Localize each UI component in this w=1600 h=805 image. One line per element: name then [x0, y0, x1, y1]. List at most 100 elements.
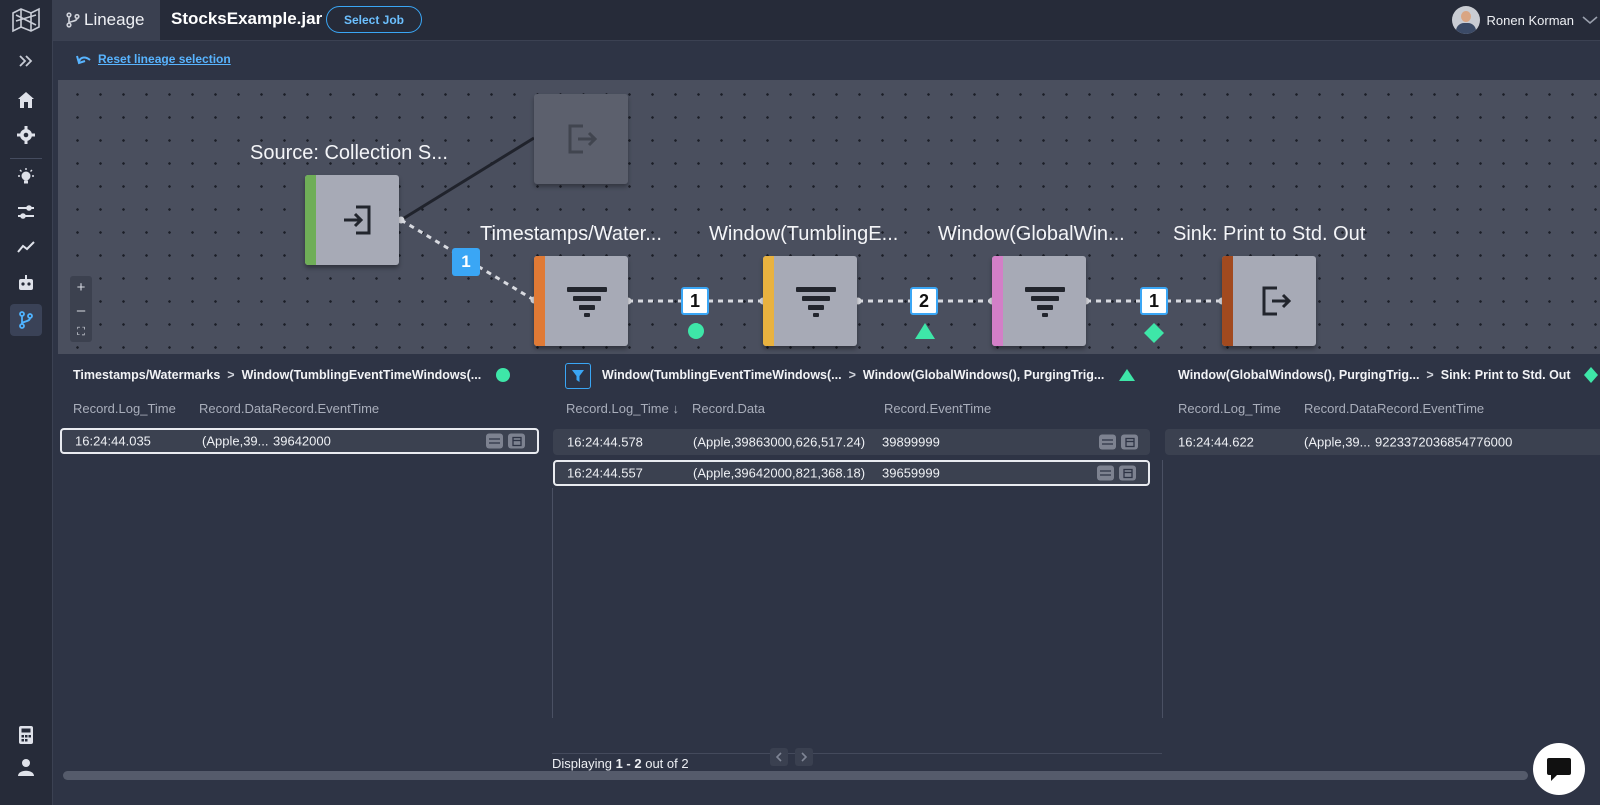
node-sink[interactable]: [1222, 256, 1316, 346]
edge-badge-timestamps[interactable]: 1: [681, 287, 709, 315]
cell-data: (Apple,39642000,821,368.18): [693, 465, 866, 481]
chevron-right-icon: >: [227, 368, 235, 382]
panel-2-to: Window(GlobalWindows(), PurgingTrig...: [862, 368, 1105, 382]
calendar-icon[interactable]: [1121, 434, 1138, 450]
expand-icon[interactable]: [10, 45, 42, 77]
filter-button[interactable]: [565, 363, 591, 389]
table-row[interactable]: 16:24:44.578 (Apple,39863000,626,517.24)…: [553, 429, 1150, 455]
branch-icon: [66, 12, 80, 28]
edge-badge-tumbling[interactable]: 2: [910, 287, 938, 315]
zoom-out-button[interactable]: –: [76, 302, 86, 320]
node-global-window[interactable]: [992, 256, 1086, 346]
panel-1-col-log-time[interactable]: Record.Log_Time: [73, 401, 176, 416]
table-row[interactable]: 16:24:44.035 (Apple,39... 39642000: [60, 428, 539, 454]
chevron-right-icon: >: [1426, 368, 1434, 382]
reset-lineage-link[interactable]: Reset lineage selection: [76, 52, 231, 66]
select-job-button[interactable]: Select Job: [326, 6, 422, 33]
sliders-icon[interactable]: [10, 196, 42, 228]
zoom-in-button[interactable]: +: [76, 279, 86, 297]
filter-icon: [1024, 287, 1065, 317]
node-label-global: Window(GlobalWin...: [938, 223, 1125, 245]
user-menu[interactable]: Ronen Korman: [1451, 0, 1600, 40]
panel-2-header[interactable]: Window(TumblingEventTimeWindows(... > Wi…: [602, 365, 1136, 385]
sliders-icon[interactable]: [1099, 434, 1116, 450]
panel-2-col-log-time[interactable]: Record.Log_Time ↓: [566, 401, 679, 416]
cell-log-time: 16:24:44.622: [1178, 434, 1254, 450]
funnel-icon: [572, 370, 584, 382]
chevron-right-icon: [801, 752, 808, 762]
cell-data: (Apple,39...: [202, 433, 269, 449]
marker-triangle-icon: [1119, 369, 1136, 381]
sliders-icon[interactable]: [486, 433, 503, 449]
lineage-icon[interactable]: [10, 304, 42, 336]
panel-2-col-event-time[interactable]: Record.EventTime: [884, 401, 992, 416]
sliders-icon[interactable]: [1097, 465, 1114, 481]
filter-icon: [566, 287, 607, 317]
panel-divider: [552, 488, 553, 718]
cell-event-time: 39642000: [273, 433, 331, 449]
panel-1-from: Timestamps/Watermarks: [73, 368, 221, 382]
node-source[interactable]: [305, 175, 399, 265]
prev-page-button[interactable]: [770, 748, 788, 766]
exit-icon: [568, 124, 598, 154]
reset-lineage-label: Reset lineage selection: [98, 52, 231, 66]
panel-1-col-event-time[interactable]: Record.DataRecord.EventTime: [199, 401, 380, 416]
chat-button[interactable]: [1533, 743, 1585, 795]
cell-data: (Apple,39863000,626,517.24): [693, 434, 866, 450]
ghost-sink-node[interactable]: [534, 94, 628, 184]
next-page-button[interactable]: [795, 748, 813, 766]
node-label-tumbling: Window(TumblingE...: [709, 223, 899, 245]
panel-3-header[interactable]: Window(GlobalWindows(), PurgingTrig... >…: [1178, 365, 1599, 385]
horizontal-scrollbar[interactable]: [63, 771, 1528, 780]
calculator-icon[interactable]: [10, 719, 42, 751]
panel-1-header[interactable]: Timestamps/Watermarks > Window(TumblingE…: [73, 365, 511, 385]
table-row[interactable]: 16:24:44.557 (Apple,39642000,821,368.18)…: [553, 460, 1150, 486]
marker-triangle: [915, 323, 935, 339]
trend-icon[interactable]: [10, 231, 42, 263]
cell-event-time: 39659999: [882, 465, 940, 481]
panel-divider: [1162, 460, 1163, 718]
app-logo-icon[interactable]: [10, 4, 42, 36]
marker-diamond-icon: [1583, 367, 1598, 383]
robot-icon[interactable]: [10, 267, 42, 299]
footer-divider: [552, 753, 1162, 754]
cell-data: (Apple,39...: [1304, 434, 1371, 450]
edge-badge-source[interactable]: 1: [452, 248, 480, 276]
panel-3-from: Window(GlobalWindows(), PurgingTrig...: [1178, 368, 1420, 382]
chevron-down-icon: [1582, 16, 1598, 25]
avatar: [1451, 6, 1480, 34]
table-row[interactable]: 16:24:44.622 (Apple,39... 92233720368547…: [1165, 429, 1600, 455]
panel-3-col-log-time[interactable]: Record.Log_Time: [1178, 401, 1281, 416]
panel-3-to: Sink: Print to Std. Out: [1440, 368, 1571, 382]
calendar-icon[interactable]: [1119, 465, 1136, 481]
node-label-sink: Sink: Print to Std. Out: [1173, 223, 1366, 245]
cell-log-time: 16:24:44.557: [567, 465, 643, 481]
pagination-status: Displaying 1 - 2 out of 2: [552, 756, 689, 771]
job-name: StocksExample.jar: [171, 9, 323, 28]
node-tumbling-window[interactable]: [763, 256, 857, 346]
panel-2-col-data[interactable]: Record.Data: [692, 401, 765, 416]
node-label-timestamps: Timestamps/Water...: [480, 223, 662, 245]
panel-1-to: Window(TumblingEventTimeWindows(...: [241, 368, 482, 382]
fit-view-button[interactable]: ⛶: [77, 325, 85, 338]
insights-icon[interactable]: [10, 161, 42, 193]
calendar-icon[interactable]: [508, 433, 525, 449]
marker-diamond: [1144, 323, 1164, 343]
exit-icon: [1262, 286, 1291, 316]
chevron-right-icon: >: [848, 368, 856, 382]
zoom-controls: + – ⛶: [70, 276, 92, 342]
node-label-source: Source: Collection S...: [250, 142, 448, 164]
left-sidebar: [0, 0, 53, 805]
chevron-left-icon: [775, 752, 782, 762]
settings-icon[interactable]: [10, 119, 42, 151]
edge-badge-global[interactable]: 1: [1140, 287, 1168, 315]
chat-icon: [1547, 758, 1571, 781]
cell-log-time: 16:24:44.035: [75, 433, 151, 449]
sort-desc-icon[interactable]: ↓: [672, 401, 679, 416]
panel-3-col-event-time[interactable]: Record.DataRecord.EventTime: [1304, 401, 1485, 416]
lineage-graph-canvas[interactable]: Source: Collection S... 1 Timestamps/Wat…: [58, 80, 1600, 354]
tab-lineage[interactable]: Lineage: [52, 0, 160, 40]
node-timestamps[interactable]: [534, 256, 628, 346]
user-icon[interactable]: [10, 751, 42, 783]
home-icon[interactable]: [10, 84, 42, 116]
